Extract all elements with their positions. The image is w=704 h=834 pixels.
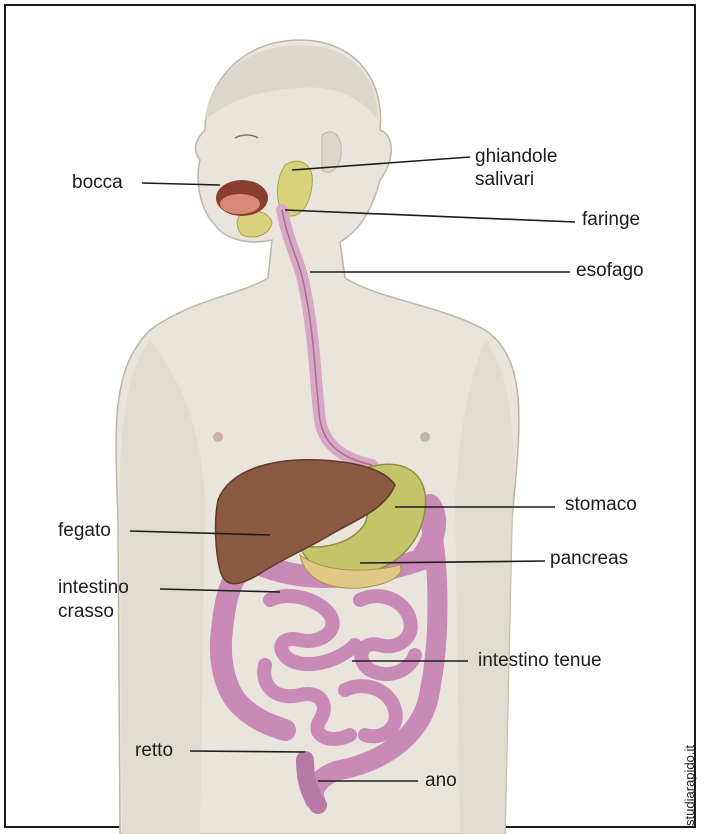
label-ano: ano	[425, 770, 457, 792]
label-retto: retto	[135, 740, 173, 762]
label-stomaco: stomaco	[565, 494, 637, 516]
label-intestino-crasso-1: intestino	[58, 577, 129, 599]
label-fegato: fegato	[58, 520, 111, 542]
label-faringe: faringe	[582, 209, 640, 231]
nipple-right	[420, 432, 430, 442]
tongue	[220, 194, 260, 214]
label-intestino-tenue: intestino tenue	[478, 650, 602, 672]
label-ghiandole-salivari-1: ghiandole	[475, 146, 557, 168]
label-ghiandole-salivari-2: salivari	[475, 169, 534, 191]
leader-retto	[190, 751, 305, 752]
label-intestino-crasso-2: crasso	[58, 601, 114, 623]
nipple-left	[213, 432, 223, 442]
label-pancreas: pancreas	[550, 548, 628, 570]
label-bocca: bocca	[72, 172, 123, 194]
label-esofago: esofago	[576, 260, 644, 282]
watermark: studiarapido.it	[682, 745, 697, 826]
